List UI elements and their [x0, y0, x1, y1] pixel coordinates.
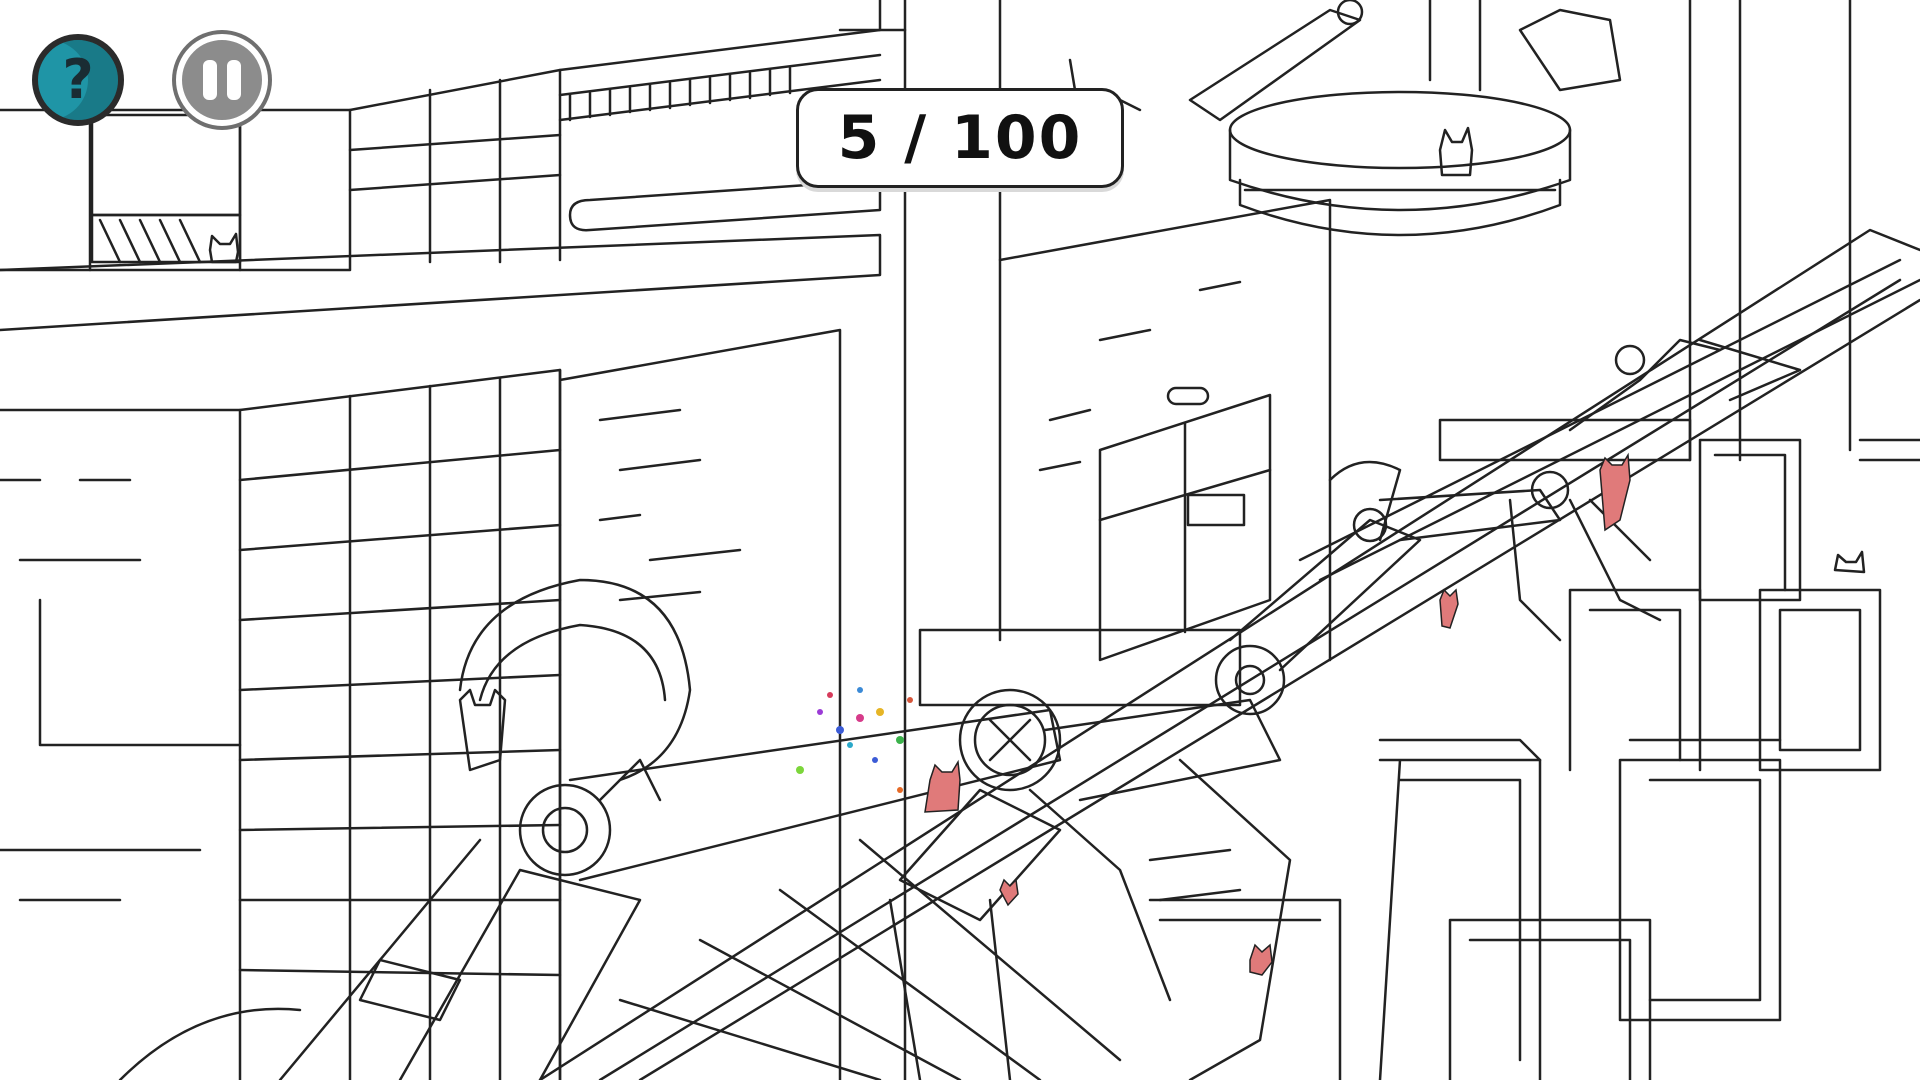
counter-text: 5 / 100	[837, 103, 1083, 173]
conveyor-belt	[538, 228, 1920, 1080]
found-cat	[924, 759, 961, 813]
pause-button[interactable]	[176, 34, 268, 126]
found-cats	[924, 452, 1631, 976]
pedestals	[1148, 438, 1920, 1080]
found-cat	[1249, 943, 1273, 976]
robot-arm-left	[118, 578, 1062, 1080]
question-mark-icon: ?	[62, 48, 94, 111]
robot-arm-right	[1214, 338, 1802, 716]
pause-icon	[227, 60, 241, 100]
confetti-particles	[796, 687, 913, 793]
cats-found-counter: 5 / 100	[796, 88, 1124, 188]
left-building	[0, 0, 882, 1080]
back-wall	[998, 198, 1332, 662]
found-cat	[1599, 452, 1631, 532]
upper-platform	[1188, 0, 1852, 462]
found-cat	[1439, 588, 1459, 629]
robot-hub	[888, 628, 1292, 1080]
help-button[interactable]: ?	[32, 34, 124, 126]
found-cat	[999, 878, 1019, 907]
pause-icon	[203, 60, 217, 100]
hidden-cats	[208, 58, 1866, 772]
